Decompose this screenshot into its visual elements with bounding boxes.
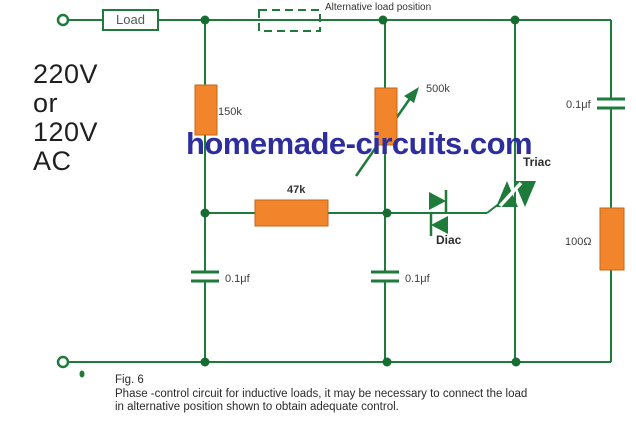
junction-dot	[200, 15, 210, 25]
diac-label: Diac	[436, 233, 462, 247]
junction-dot	[200, 357, 210, 367]
voltage-line: 220V	[33, 59, 99, 89]
site-watermark: homemade-circuits.com	[186, 126, 533, 161]
figure-number: Fig. 6	[115, 374, 144, 386]
alternative-load-label: Alternative load position	[325, 2, 432, 13]
load-label: Load	[116, 12, 145, 27]
junction-dot	[382, 357, 392, 367]
resistor-150k-label: 150k	[218, 106, 242, 118]
voltage-line: 120V	[33, 117, 99, 147]
triac-left-triangle	[496, 181, 518, 207]
cap3-label: 0.1μf	[566, 99, 591, 111]
junction-dot	[511, 357, 521, 367]
voltage-line: or	[33, 88, 59, 118]
junction-dot	[378, 15, 388, 25]
junction-dot	[382, 208, 392, 218]
input-terminal-top	[56, 13, 70, 27]
pot-wiper-arrowhead	[404, 87, 419, 103]
resistor-150k-body	[194, 84, 218, 136]
alternative-load-dashed-box	[258, 9, 321, 32]
figure-caption: Fig. 6 Phase -control circuit for induct…	[115, 374, 527, 415]
diac-symbol	[429, 190, 448, 236]
caption-line: Phase -control circuit for inductive loa…	[115, 387, 528, 400]
stray-mark	[79, 370, 85, 378]
resistor-100ohm-label: 100Ω	[565, 236, 592, 248]
junction-dot	[200, 208, 210, 218]
input-terminal-bottom	[56, 355, 70, 369]
voltage-line: AC	[33, 146, 72, 176]
caption-line: in alternative position shown to obtain …	[115, 401, 399, 413]
triac-label: Triac	[523, 155, 552, 169]
cap2-label: 0.1μf	[405, 273, 430, 285]
resistor-100ohm-body	[599, 207, 625, 271]
triac-slash	[498, 181, 523, 208]
cap1-label: 0.1μf	[225, 273, 250, 285]
resistor-47k-body	[254, 199, 329, 227]
pot-500k-label: 500k	[426, 83, 450, 95]
junction-dot	[510, 15, 520, 25]
source-voltage-label: 220V or 120V AC	[33, 60, 98, 176]
pot-500k-body	[374, 87, 398, 146]
triac-right-triangle	[514, 181, 536, 207]
diac-upper-triangle	[429, 192, 446, 210]
resistor-47k-label: 47k	[287, 184, 306, 196]
load-box	[102, 9, 159, 31]
diac-lower-triangle	[431, 216, 448, 234]
triac-symbol	[496, 181, 536, 208]
